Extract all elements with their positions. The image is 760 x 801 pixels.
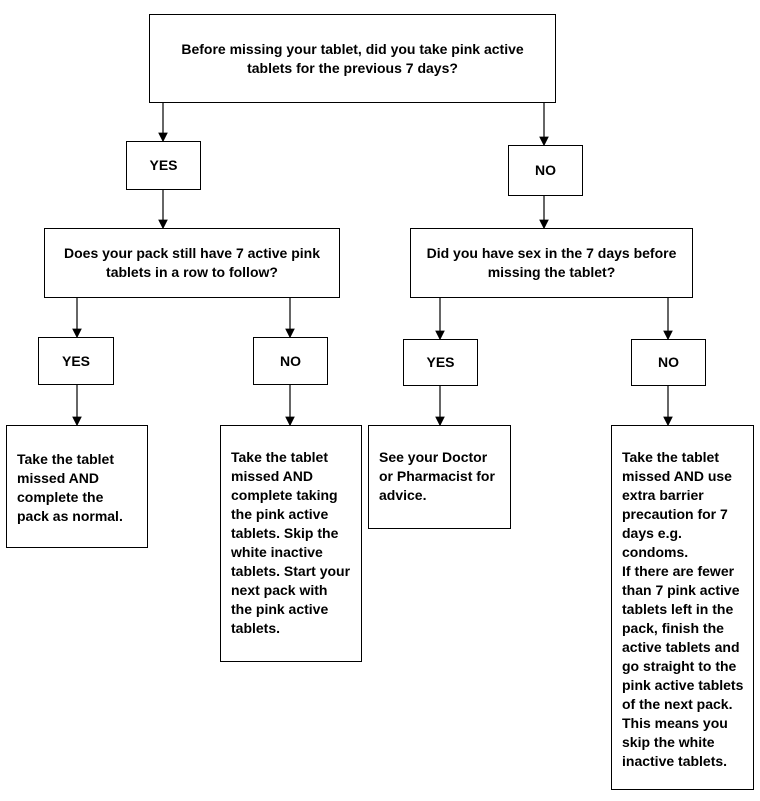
- question-text: Did you have sex in the 7 days before mi…: [426, 245, 677, 280]
- question-box-previous-7-days: Before missing your tablet, did you take…: [149, 14, 556, 103]
- outcome-box-complete-pack: Take the tablet missed AND complete the …: [6, 425, 148, 548]
- question-text: Before missing your tablet, did you take…: [181, 40, 524, 76]
- outcome-box-skip-inactive: Take the tablet missed AND complete taki…: [220, 425, 362, 662]
- answer-box-yes: YES: [38, 337, 114, 385]
- answer-box-no: NO: [631, 339, 706, 386]
- answer-box-yes: YES: [403, 339, 478, 386]
- outcome-box-see-doctor: See your Doctor or Pharmacist for advice…: [368, 425, 511, 529]
- answer-box-yes: YES: [126, 141, 201, 190]
- answer-box-no: NO: [508, 145, 583, 196]
- answer-box-no: NO: [253, 337, 328, 385]
- question-text: Does your pack still have 7 active pink …: [64, 245, 320, 280]
- question-box-sex-in-7-days: Did you have sex in the 7 days before mi…: [410, 228, 693, 298]
- outcome-box-barrier-precaution: Take the tablet missed AND use extra bar…: [611, 425, 754, 790]
- question-box-7-active-in-a-row: Does your pack still have 7 active pink …: [44, 228, 340, 298]
